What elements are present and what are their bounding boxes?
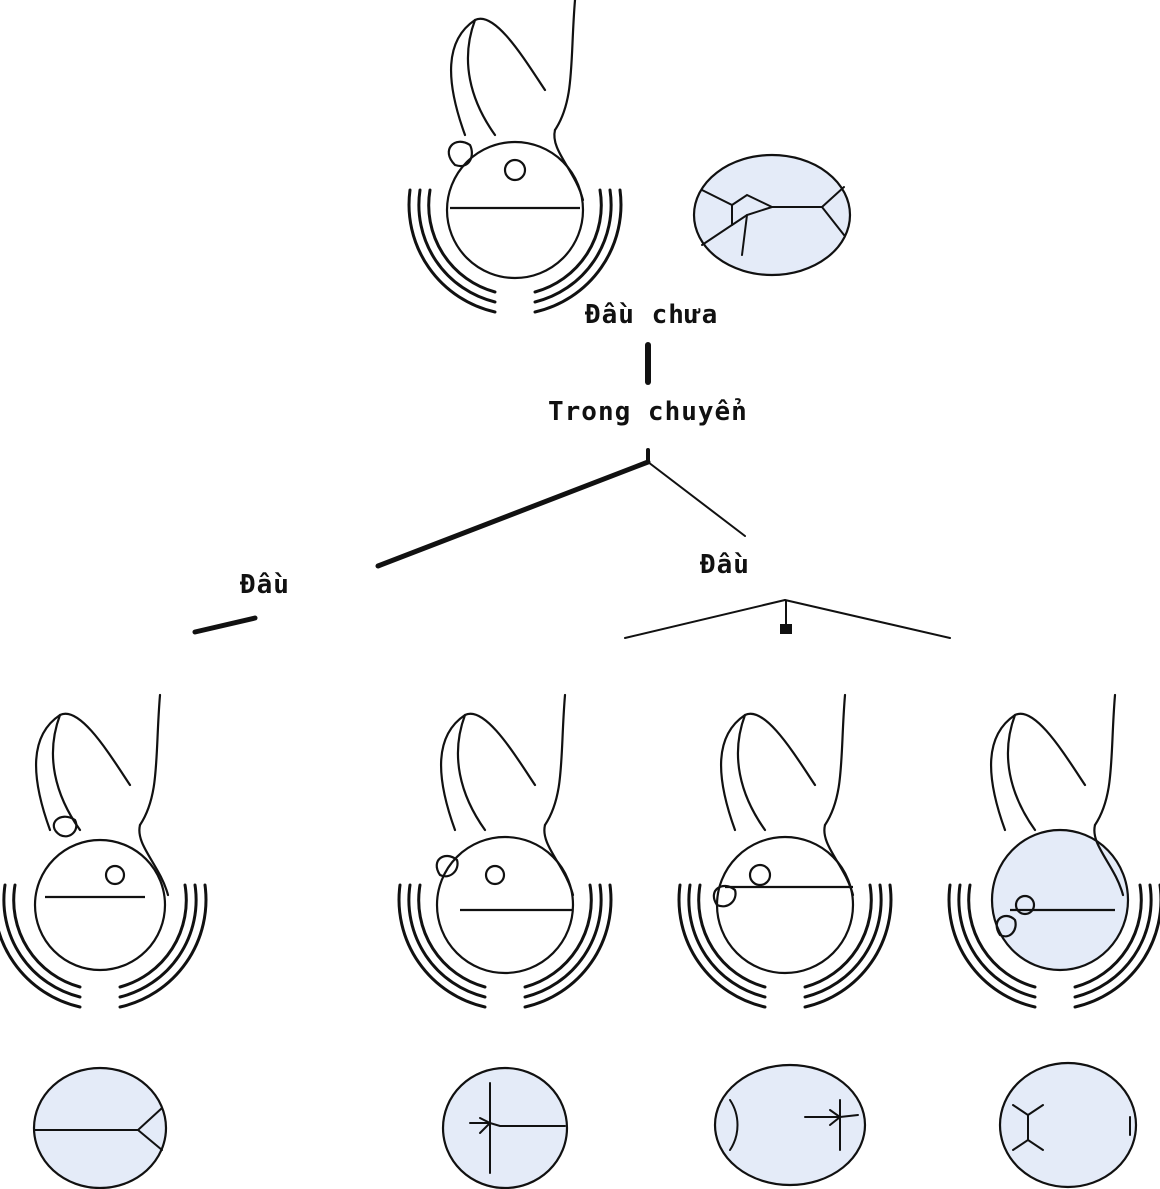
branch-split-left	[625, 600, 785, 638]
bottom-fetal-figure-4	[949, 695, 1160, 1007]
label-top: Đầu chưa	[585, 300, 718, 330]
branch-split-right	[785, 600, 950, 638]
label-left-branch: Đầu	[240, 570, 290, 600]
label-middle: Trong chuyển	[548, 397, 748, 427]
bottom-skull-2-icon	[443, 1068, 567, 1188]
branch-stub-left	[195, 618, 255, 632]
bottom-skull-1-icon	[34, 1068, 166, 1188]
branch-right	[648, 462, 745, 536]
bottom-fetal-figure-2	[399, 695, 611, 1007]
bottom-fetal-figure-1	[0, 695, 206, 1007]
label-right-branch: Đầu	[700, 550, 750, 580]
bottom-skull-4-icon	[1000, 1063, 1136, 1187]
bottom-skull-3-icon	[715, 1065, 865, 1185]
top-skull-icon	[694, 155, 850, 275]
down-arrow-icon	[780, 600, 792, 634]
top-fetal-figure	[409, 0, 621, 312]
bottom-fetal-figure-3	[679, 695, 891, 1007]
branch-left	[378, 462, 648, 566]
